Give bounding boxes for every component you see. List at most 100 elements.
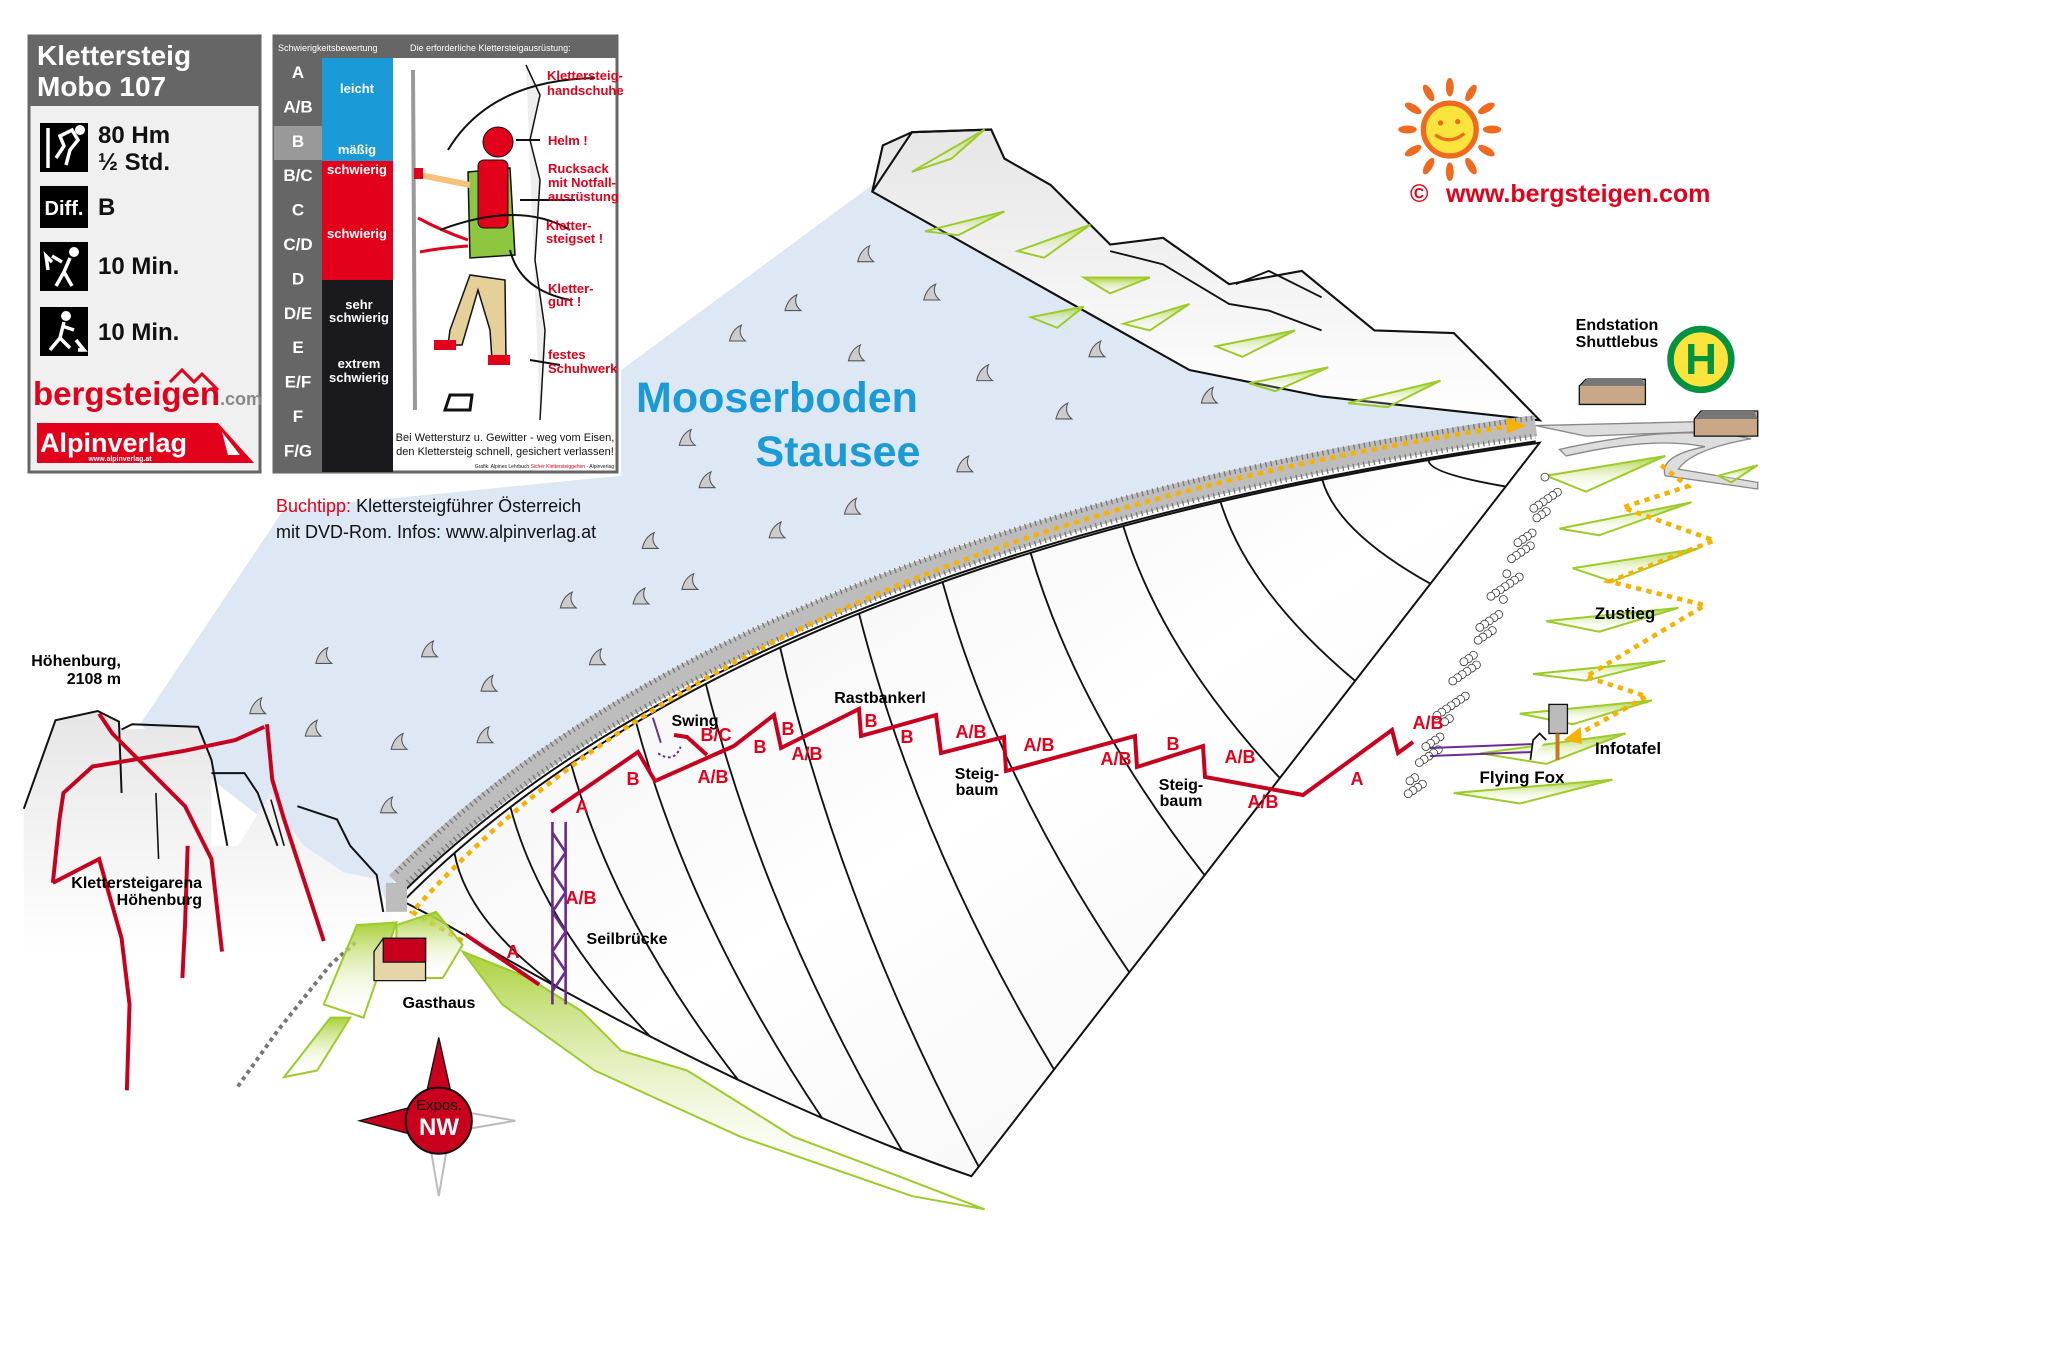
climbing-height-icon — [40, 123, 88, 172]
route-grade-label: B — [1167, 734, 1180, 754]
boulder — [1473, 635, 1483, 645]
seilbruecke-tower — [550, 822, 568, 1005]
route-grade-label: B — [901, 727, 914, 747]
route-grade-label: A/B — [1024, 735, 1055, 755]
equipment-gloves: handschuhe — [547, 83, 624, 98]
infobox-title: Mobo 107 — [37, 71, 166, 102]
grade-letter: C — [292, 201, 304, 220]
equipment-helmet: Helm ! — [548, 133, 588, 148]
wave-fin-icon — [315, 646, 334, 664]
bus-stop-letter: H — [1685, 335, 1717, 384]
flying-fox-label: Flying Fox — [1480, 768, 1566, 787]
exposure-value: NW — [419, 1114, 459, 1141]
rastbankerl-label: Rastbankerl — [834, 690, 926, 707]
mountain-logo-icon — [168, 367, 220, 392]
equipment-harness: Kletter- — [548, 281, 594, 296]
wave-fin-icon — [1088, 339, 1107, 358]
boulder — [1432, 711, 1442, 720]
copyright-symbol: © — [1410, 180, 1429, 208]
alpinverlag-logo[interactable] — [37, 423, 254, 463]
boulder — [1532, 513, 1542, 523]
sun-logo-icon — [1398, 77, 1502, 182]
boulder — [1499, 595, 1508, 604]
wave-fin-icon — [857, 244, 876, 263]
arrow-icon — [1506, 417, 1527, 434]
level-label: sehr — [345, 297, 372, 312]
descent-hiker-icon — [40, 307, 88, 356]
boulder — [1486, 591, 1496, 601]
grade-letter: E — [292, 338, 303, 357]
wave-fin-icon — [641, 531, 660, 549]
route-grade-label: B — [627, 769, 640, 789]
wave-fin-icon — [681, 572, 700, 590]
alpinverlag-logo-url: www.alpinverlag.at — [87, 456, 152, 463]
level-label: schwierig — [327, 162, 387, 177]
grade-letter: B/C — [283, 166, 312, 185]
grade-letter: B — [292, 132, 304, 151]
grades-header: Schwierigkeitsbewertung — [278, 43, 378, 53]
dam-segment-line — [941, 581, 1131, 973]
level-label: mäßig — [338, 142, 376, 157]
weather-warning: Bei Wettersturz u. Gewitter - weg vom Ei… — [396, 432, 615, 444]
equipment-backpack: ausrüstung — [548, 189, 619, 204]
map-labels: Mooserboden Stausee Höhenburg, 2108 m Kl… — [31, 180, 1717, 1141]
sun-ray — [1465, 157, 1477, 175]
difficulty-label: Diff. — [45, 198, 84, 220]
sun-ray — [1404, 144, 1422, 157]
wave-fin-icon — [304, 719, 323, 737]
equipment-harness: gurt ! — [548, 294, 581, 309]
upper-mountains — [871, 128, 1543, 422]
route-grade-label: B/C — [701, 725, 732, 745]
infobox-title: Klettersteig — [37, 40, 191, 71]
dam-segment-line — [779, 647, 980, 1168]
boulder — [1448, 676, 1458, 686]
route-grade-label: A/B — [566, 888, 597, 908]
wave-fin-icon — [728, 324, 747, 342]
peak-altitude: 2108 m — [67, 671, 121, 688]
book-tip-link[interactable]: mit DVD-Rom. Infos: www.alpinverlag.at — [276, 522, 596, 542]
exposure-compass-icon — [356, 1037, 516, 1197]
wave-fin-icon — [976, 363, 994, 382]
approach-time: 10 Min. — [98, 253, 179, 280]
swing-label: Swing — [671, 713, 718, 730]
wave-fin-icon — [678, 428, 697, 446]
difficulty-value: B — [98, 194, 115, 221]
endstation-label: Endstation — [1576, 317, 1659, 334]
sun-ray — [1478, 144, 1495, 157]
lake-label: Mooserboden — [636, 374, 918, 422]
descent-time: 10 Min. — [98, 319, 179, 346]
duration-value: ½ Std. — [98, 149, 170, 176]
dam-segment-line — [858, 613, 1055, 1071]
boulder — [1529, 503, 1539, 513]
hoehenburg-rocks — [22, 709, 397, 1091]
equipment-gloves: Klettersteig- — [547, 68, 623, 83]
bergsteigen-logo[interactable]: bergsteigen — [33, 375, 220, 412]
equipment-backpack: mit Notfall- — [548, 175, 616, 190]
gasthaus-label: Gasthaus — [403, 995, 476, 1012]
route-grade-label: A/B — [698, 767, 729, 787]
boulder — [1459, 657, 1469, 667]
wave-fin-icon — [923, 283, 942, 301]
klettersteig-route — [549, 705, 1415, 814]
boulder — [1415, 758, 1424, 767]
copyright-url[interactable]: www.bergsteigen.com — [1445, 180, 1710, 208]
sun-ray — [1422, 157, 1435, 175]
sun-ray — [1422, 84, 1435, 102]
wave-fin-icon — [768, 521, 787, 539]
dam-segment-line — [1427, 459, 1506, 488]
height-value: 80 Hm — [98, 122, 170, 149]
boulder — [1540, 472, 1550, 482]
level-label: leicht — [340, 81, 375, 96]
peak-label: Höhenburg, — [31, 653, 121, 670]
level-label: schwierig — [327, 226, 387, 241]
route-grade-label: B — [865, 711, 878, 731]
route-grade-label: A/B — [1413, 713, 1444, 733]
wave-fin-icon — [847, 343, 866, 362]
gasthaus-icon — [373, 937, 427, 982]
infotafel-label: Infotafel — [1595, 739, 1661, 758]
lake-wave-marks — [249, 244, 1219, 814]
dam-segment-line — [453, 852, 560, 989]
exposure-label: Expos. — [416, 1097, 462, 1114]
